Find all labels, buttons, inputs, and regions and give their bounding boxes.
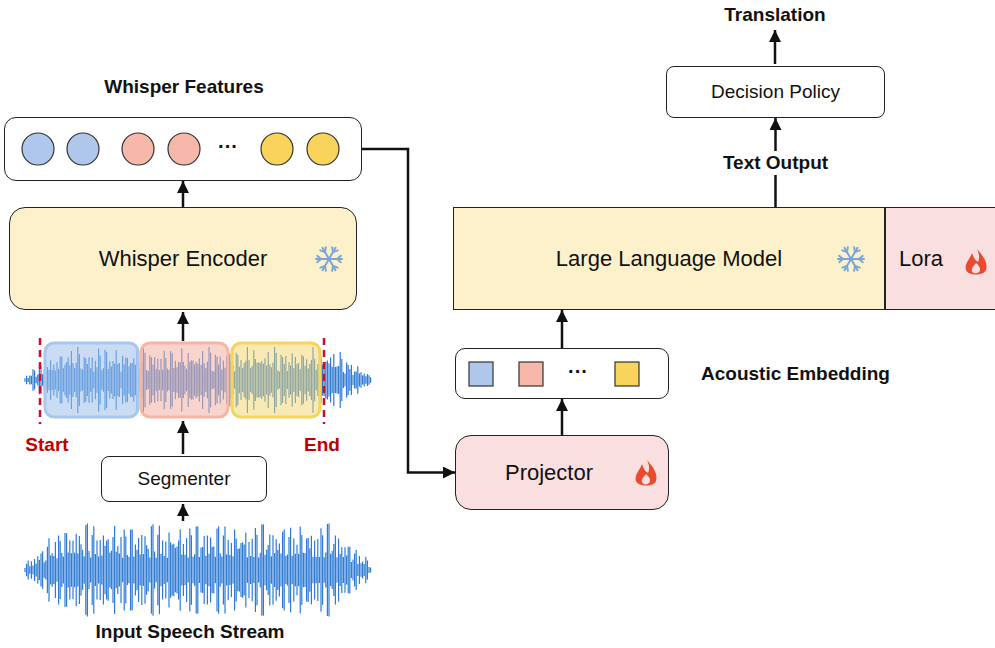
speech-segment	[232, 343, 320, 417]
start-label: Start	[25, 434, 68, 456]
start-marker	[39, 338, 42, 424]
node-heading: Acoustic Embedding	[701, 363, 890, 385]
ellipsis: ···	[218, 135, 238, 158]
flow-arrow	[774, 30, 777, 64]
process-box: Decision Policy	[666, 66, 885, 118]
embedding-box: Acoustic Embedding	[455, 348, 669, 399]
process-box: Segmenter	[101, 456, 267, 502]
llm-box: Large Language Model	[453, 207, 885, 310]
projector-box: Projector	[455, 435, 669, 510]
feature-box: Whisper Features	[4, 117, 362, 181]
speech-segment	[45, 343, 138, 417]
feature-dot	[122, 133, 154, 165]
node-label: Segmenter	[138, 468, 231, 490]
node-decoration	[456, 349, 670, 400]
node-label: Lora	[899, 246, 943, 272]
flow-arrow	[182, 421, 185, 454]
flow-connector	[362, 149, 455, 473]
waveform-strokes	[25, 523, 371, 616]
node-heading: Whisper Features	[104, 76, 263, 98]
encoder-box: Whisper Encoder	[9, 207, 357, 310]
feature-dot	[261, 133, 293, 165]
ellipsis: ···	[568, 360, 588, 383]
embedding-token	[469, 362, 493, 386]
node-label: Projector	[505, 460, 593, 486]
trainable-icon	[966, 249, 987, 275]
flow-connector	[561, 399, 564, 435]
feature-dot	[168, 133, 200, 165]
input-label: Input Speech Stream	[96, 621, 285, 643]
segmented-waveform	[25, 347, 371, 413]
embedding-token	[519, 362, 543, 386]
end-label: End	[304, 434, 340, 456]
embedding-token	[615, 362, 639, 386]
flow-arrow	[182, 312, 185, 341]
trainable-icon	[636, 460, 657, 486]
flow-connector	[561, 310, 564, 348]
end-marker	[323, 338, 326, 424]
edge-label: Text Output	[717, 151, 834, 175]
flow-connector	[182, 181, 185, 207]
frozen-icon	[316, 247, 342, 271]
output-label: Translation	[724, 4, 825, 26]
feature-dot	[67, 133, 99, 165]
flow-arrow	[182, 504, 185, 521]
node-label: Large Language Model	[556, 246, 782, 272]
input-waveform	[25, 523, 371, 616]
lora-box: Lora	[885, 207, 995, 310]
node-label: Decision Policy	[711, 81, 840, 103]
frozen-icon	[838, 247, 864, 271]
feature-dot	[22, 133, 54, 165]
node-decoration	[5, 118, 363, 182]
feature-dot	[307, 133, 339, 165]
node-label: Whisper Encoder	[99, 246, 268, 272]
waveform-strokes	[25, 347, 371, 413]
speech-segment	[141, 343, 228, 417]
